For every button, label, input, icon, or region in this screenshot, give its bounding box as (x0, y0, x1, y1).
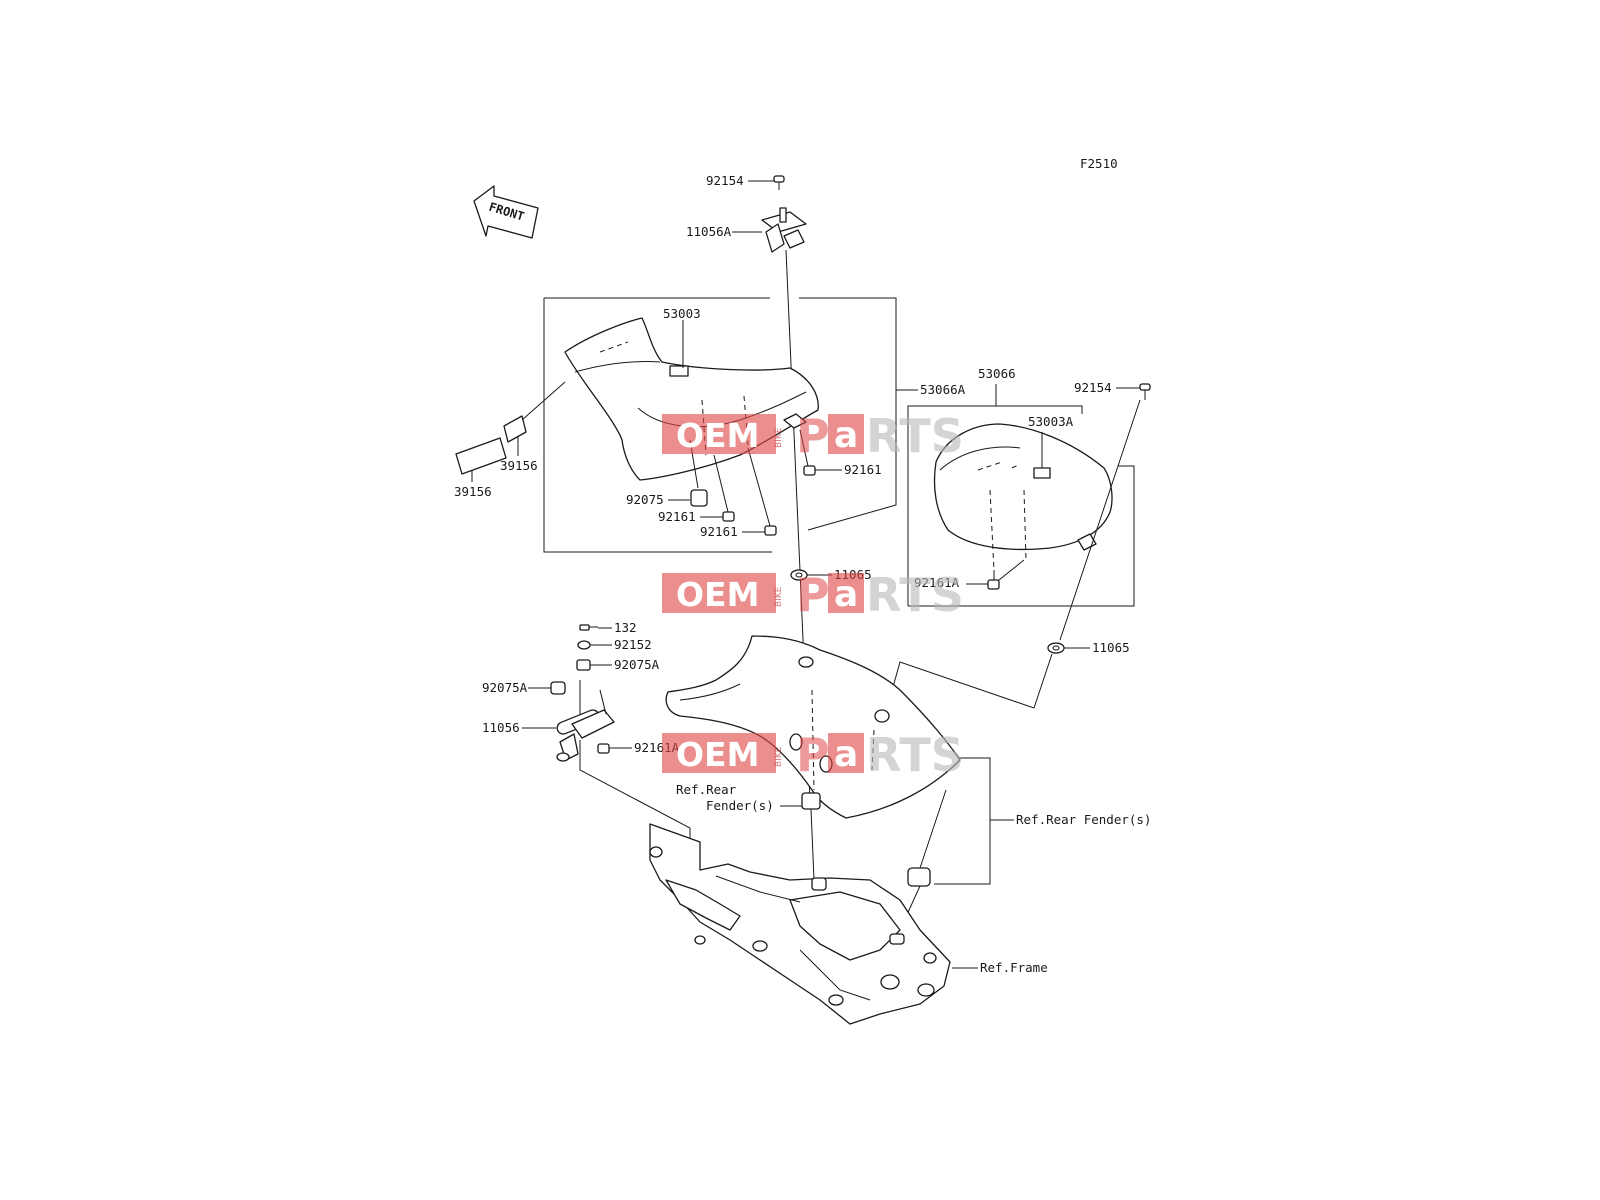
damper-92075A-left[interactable] (550, 681, 566, 695)
svg-text:BIKE: BIKE (774, 427, 784, 448)
svg-text:BIKE: BIKE (774, 746, 784, 767)
svg-text:P: P (796, 409, 830, 463)
seat-cover-53003-tag (669, 365, 689, 377)
nut-92161A-left[interactable] (597, 743, 610, 754)
rear-frame (649, 823, 951, 1025)
label-92154-right: 92154 (1074, 380, 1112, 395)
bolt-132[interactable] (579, 624, 598, 631)
label-92161A-right: 92161A (914, 575, 960, 590)
label-39156-upper: 39156 (500, 458, 538, 473)
damper-rear-fender-right[interactable] (907, 867, 931, 887)
rear-seat[interactable] (933, 423, 1113, 571)
svg-text:a: a (834, 574, 858, 615)
label-92161-a: 92161 (844, 462, 882, 477)
label-92161-b: 92161 (658, 509, 696, 524)
svg-text:a: a (834, 734, 858, 775)
label-ref-rear-fender-right: Ref.Rear Fender(s) (1016, 812, 1151, 827)
watermark-2: OEM BIKE P a RTS (662, 568, 964, 622)
damper-92075[interactable] (690, 489, 708, 507)
svg-text:a: a (834, 415, 858, 456)
damper-rear-fender-left[interactable] (801, 792, 821, 810)
front-arrow-icon: FRONT (473, 185, 539, 239)
strap-39156-lower[interactable] (455, 437, 507, 475)
svg-text:RTS: RTS (866, 568, 964, 622)
svg-text:OEM: OEM (676, 416, 759, 455)
label-53003A: 53003A (1028, 414, 1074, 429)
label-53003: 53003 (663, 306, 701, 321)
svg-text:OEM: OEM (676, 735, 759, 774)
watermark-1: OEM BIKE P a RTS (662, 409, 964, 463)
label-92075A-upper: 92075A (614, 657, 660, 672)
label-53066A: 53066A (920, 382, 966, 397)
grommet-11065-center[interactable] (790, 569, 808, 581)
label-ref-frame: Ref.Frame (980, 960, 1048, 975)
svg-text:RTS: RTS (866, 728, 964, 782)
label-11056: 11056 (482, 720, 520, 735)
label-ref-rear-fender-left-1: Ref.Rear (676, 782, 737, 797)
svg-text:P: P (796, 728, 830, 782)
rear-fender (665, 635, 961, 819)
nut-92161-b[interactable] (722, 511, 735, 522)
bracket-11056A[interactable] (761, 207, 807, 253)
seat-assy-53066A-box (543, 298, 772, 553)
nut-92161A-right[interactable] (987, 579, 1000, 590)
label-92075: 92075 (626, 492, 664, 507)
label-ref-rear-fender-left-2: Fender(s) (706, 798, 774, 813)
label-53066: 53066 (978, 366, 1016, 381)
label-92075A-left: 92075A (482, 680, 528, 695)
label-92154-top: 92154 (706, 173, 744, 188)
nut-92161-c[interactable] (764, 525, 777, 536)
nut-92161-a[interactable] (803, 465, 816, 476)
figure-code: F2510 (1080, 156, 1118, 171)
label-92161-c: 92161 (700, 524, 738, 539)
svg-text:BIKE: BIKE (774, 586, 784, 607)
label-11056A: 11056A (686, 224, 732, 239)
bolt-92154-top[interactable] (773, 175, 785, 190)
damper-92075A-upper[interactable] (576, 659, 591, 671)
svg-text:RTS: RTS (866, 409, 964, 463)
label-11065-right: 11065 (1092, 640, 1130, 655)
strap-39156-upper[interactable] (503, 415, 527, 443)
svg-text:OEM: OEM (676, 575, 759, 614)
label-132: 132 (614, 620, 637, 635)
watermark-3: OEM BIKE P a RTS (662, 728, 964, 782)
front-seat[interactable] (564, 317, 819, 481)
svg-text:P: P (796, 568, 830, 622)
label-92152: 92152 (614, 637, 652, 652)
washer-92152[interactable] (577, 640, 591, 650)
label-39156-lower: 39156 (454, 484, 492, 499)
seat-assy-53066-box (907, 405, 1083, 606)
grommet-11065-right[interactable] (1047, 642, 1065, 654)
bracket-11056[interactable] (555, 680, 615, 762)
seat-cover-53003A-tag (1033, 467, 1051, 479)
bolt-92154-right[interactable] (1139, 383, 1151, 400)
